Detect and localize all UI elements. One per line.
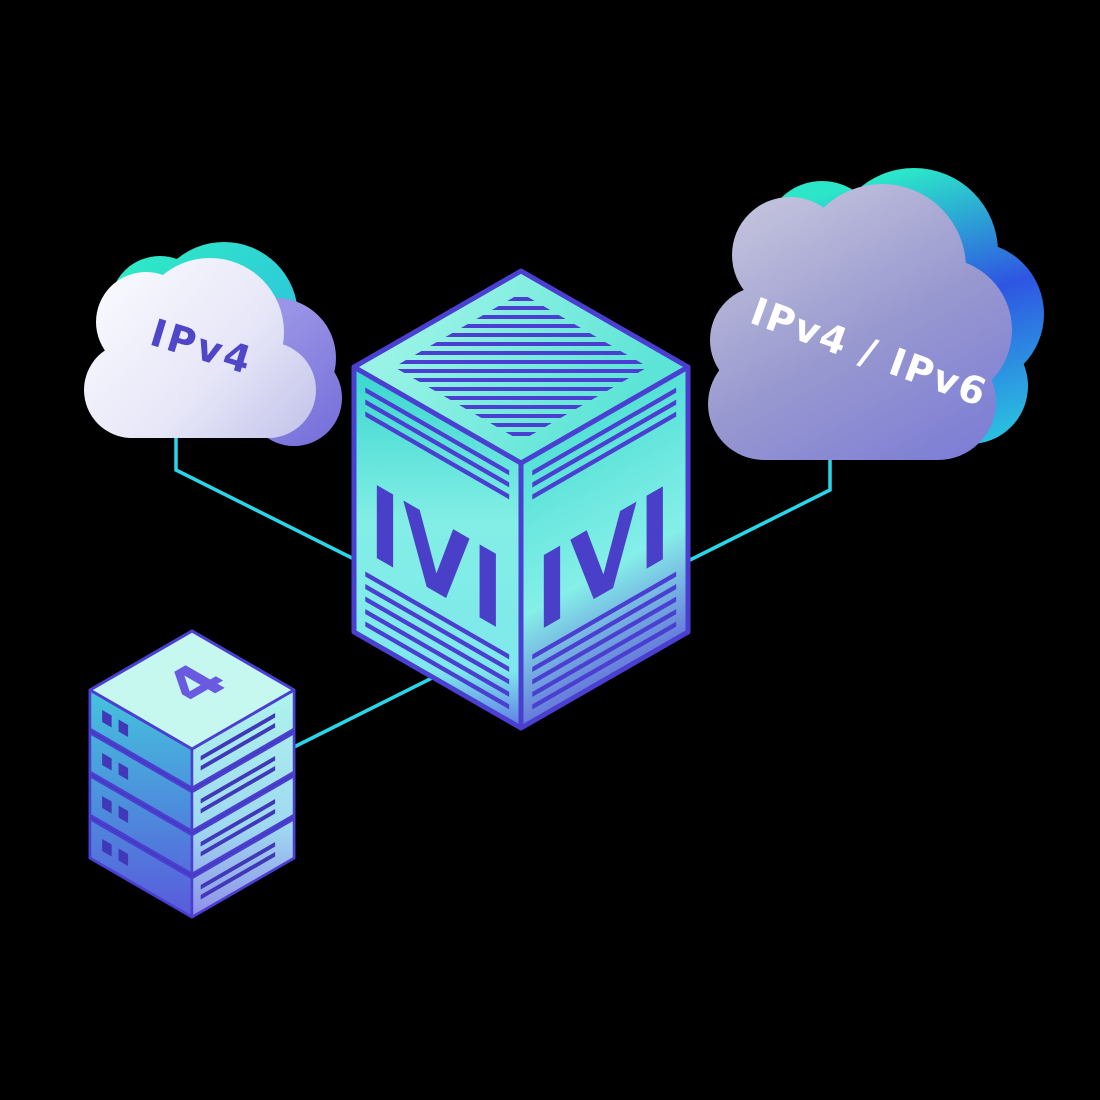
server-unit-buttons bbox=[102, 710, 129, 737]
cloud-icon bbox=[84, 258, 316, 438]
server-unit-vents bbox=[200, 713, 276, 771]
server-unit-vents bbox=[200, 799, 276, 857]
server-unit-vents bbox=[200, 842, 276, 900]
server-unit-buttons bbox=[102, 796, 129, 823]
server-unit-right-face bbox=[190, 774, 296, 876]
server-unit-buttons bbox=[102, 753, 129, 780]
right-cloud: IPv4 / IPv6 bbox=[708, 168, 1044, 460]
server-unit-right-face bbox=[190, 817, 296, 919]
server-stack-top-face bbox=[88, 629, 296, 751]
translator-box: IVI IVI bbox=[351, 268, 691, 731]
left-cloud: IPv4 bbox=[84, 242, 342, 446]
server-stack: 4 bbox=[88, 629, 296, 919]
server-unit-buttons bbox=[102, 839, 129, 866]
server-unit-vents bbox=[200, 756, 276, 814]
box-top-face-stripes bbox=[394, 293, 648, 441]
server-unit-right-face bbox=[190, 731, 296, 833]
cloud-icon bbox=[708, 184, 1012, 460]
